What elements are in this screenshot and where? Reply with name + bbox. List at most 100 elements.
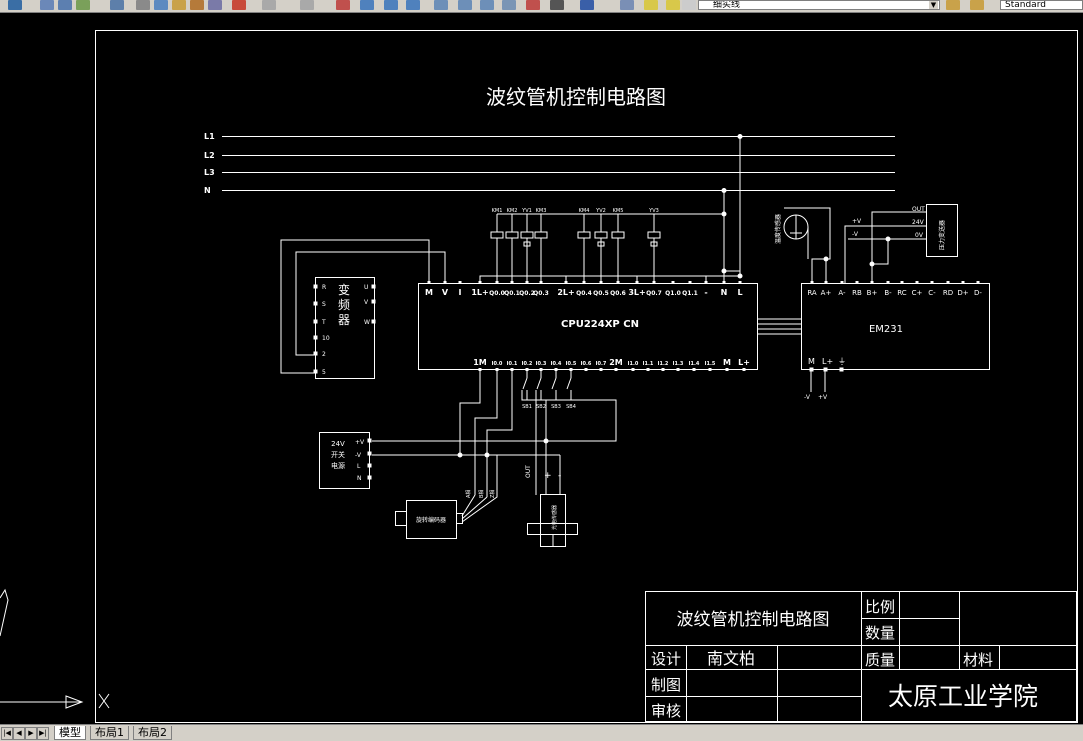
block-editor-icon[interactable] — [208, 0, 222, 10]
undo-icon[interactable] — [232, 0, 246, 10]
vfd-term: 10 — [322, 335, 330, 342]
photo-sensor: 光电传感器 OUT + - — [525, 465, 578, 547]
vfd-term: R — [322, 284, 326, 291]
encoder-wire: A相 — [465, 490, 472, 498]
plc-bottom-pin: I0.5 — [566, 361, 577, 367]
plc-top-pin: Q1.1 — [682, 290, 698, 297]
ucs-icon — [0, 588, 110, 709]
em231-top-pin: A- — [838, 289, 846, 297]
markup-icon[interactable] — [526, 0, 540, 10]
plc-bottom-pin: I1.0 — [628, 361, 639, 367]
plc-bottom-pin: I0.4 — [551, 361, 562, 367]
make-layer-current-icon[interactable] — [946, 0, 960, 10]
next-tab-icon[interactable]: ▶ — [25, 727, 37, 740]
plc-terminal — [569, 368, 573, 371]
layer-freeze-icon[interactable] — [666, 0, 680, 10]
text-style-value: Standard — [1005, 0, 1046, 10]
publish-icon[interactable] — [76, 0, 90, 10]
vfd-char: 频 — [338, 298, 350, 312]
tb-drawing-name: 波纹管机控制电路图 — [677, 610, 830, 630]
psu-term: +V — [355, 439, 365, 446]
chevron-down-icon[interactable]: ▼ — [929, 1, 938, 9]
copy-icon[interactable] — [154, 0, 168, 10]
cut-icon[interactable] — [136, 0, 150, 10]
plot-preview-icon[interactable] — [58, 0, 72, 10]
paste-icon[interactable] — [172, 0, 186, 10]
vfd-char: 器 — [338, 313, 350, 327]
help-icon[interactable] — [580, 0, 594, 10]
layer-previous-icon[interactable] — [970, 0, 984, 10]
zoom-window-icon[interactable] — [360, 0, 374, 10]
em231-top-pin: C+ — [912, 289, 923, 297]
zoom-previous-icon[interactable] — [384, 0, 398, 10]
sheet-set-icon[interactable] — [502, 0, 516, 10]
text-style-dropdown[interactable]: Standard — [1000, 0, 1083, 10]
save-icon[interactable] — [8, 0, 22, 10]
prev-tab-icon[interactable]: ◀ — [13, 727, 25, 740]
layer-dropdown[interactable]: 细实线 ▼ — [698, 0, 940, 10]
drawing-frame — [95, 30, 1078, 723]
output-load-coil — [597, 241, 605, 247]
plc-bottom-pin: I1.4 — [689, 361, 700, 367]
layer-dropdown-value: 细实线 — [713, 0, 741, 10]
plc-terminal — [742, 368, 746, 371]
plc-terminal — [599, 368, 603, 371]
output-load-coil — [520, 231, 534, 239]
vfd-term: 5 — [322, 369, 326, 376]
redo-icon[interactable] — [262, 0, 276, 10]
plc-bottom-pin: I0.7 — [596, 361, 607, 367]
tab-model[interactable]: 模型 — [54, 726, 86, 740]
plc-top-pin: - — [704, 288, 707, 297]
em231-pin: L+ — [822, 357, 833, 366]
plc-top-pin: Q0.5 — [593, 290, 609, 297]
output-load-coil — [611, 231, 625, 239]
tb-scale-label: 比例 — [865, 598, 895, 616]
encoder-wire: B相 — [478, 490, 485, 498]
pan-icon[interactable] — [300, 0, 314, 10]
print-icon[interactable] — [40, 0, 54, 10]
plc-terminal — [525, 368, 529, 371]
plc-terminal — [688, 281, 692, 284]
output-load-label: KM2 — [507, 208, 518, 214]
first-tab-icon[interactable]: |◀ — [1, 727, 13, 740]
zoom-realtime-icon[interactable] — [336, 0, 350, 10]
output-load-label: YV1 — [521, 208, 532, 214]
zoom-extents-icon[interactable] — [406, 0, 420, 10]
tb-check-label: 审核 — [651, 702, 681, 720]
layer-state-icon[interactable] — [644, 0, 658, 10]
output-common-wiring — [479, 136, 743, 283]
tb-mass-label: 质量 — [865, 651, 895, 669]
output-load-coil — [523, 241, 531, 247]
toolbar: 细实线 ▼ Standard — [0, 0, 1083, 13]
plc-bottom-pin: I0.0 — [492, 361, 503, 367]
output-load-coil — [650, 241, 658, 247]
properties-icon[interactable] — [434, 0, 448, 10]
input-wiring — [372, 370, 617, 497]
plc-bottom-pin: 2M — [609, 358, 623, 367]
layer-manager-icon[interactable] — [620, 0, 634, 10]
em-side-label: +V — [852, 218, 862, 225]
layer-color-icon[interactable] — [682, 0, 696, 10]
psu-line: 开关 — [331, 450, 345, 459]
em231-terminal — [961, 281, 965, 284]
drawing-canvas[interactable]: 波纹管机控制电路图 L1 L2 L3 N 变 频 器 R S T 10 2 5 … — [0, 13, 1083, 723]
cut-icon[interactable] — [110, 0, 124, 10]
design-center-icon[interactable] — [458, 0, 472, 10]
plc-terminal — [646, 368, 650, 371]
em-side-label: -V — [852, 231, 859, 238]
plc-bottom-pin: I0.2 — [522, 361, 533, 367]
drawing-title: 波纹管机控制电路图 — [486, 85, 666, 109]
tool-palettes-icon[interactable] — [480, 0, 494, 10]
em231-terminal — [886, 281, 890, 284]
plc-top-pin: Q0.3 — [533, 290, 549, 297]
match-properties-icon[interactable] — [190, 0, 204, 10]
vfd: 变 频 器 R S T 10 2 5 U V W — [313, 277, 376, 379]
plc-bottom-pin: I1.5 — [705, 361, 716, 367]
psu-24v: 24V 开关 电源 +V -V L N — [319, 432, 372, 489]
tab-layout1[interactable]: 布局1 — [90, 726, 129, 740]
last-tab-icon[interactable]: ▶| — [37, 727, 49, 740]
tab-layout2[interactable]: 布局2 — [133, 726, 172, 740]
calculator-icon[interactable] — [550, 0, 564, 10]
